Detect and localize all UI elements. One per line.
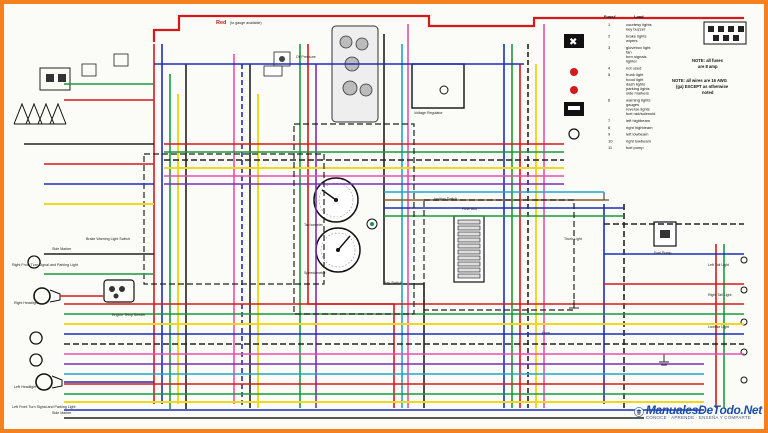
component-label: Engine Temp Sender	[112, 313, 146, 317]
ground-fan	[13, 102, 67, 125]
component-label: Speedometer	[304, 271, 326, 275]
light-switch-cluster	[331, 25, 379, 123]
fuse-number: 3	[608, 45, 611, 50]
component-label: Left Front Turn Signal and Parking Light	[12, 405, 76, 409]
red-wire-label: Red	[216, 20, 226, 26]
note-fuses-line: NOTE: all fuses	[692, 58, 724, 63]
fuse-number: 1	[608, 22, 611, 27]
indicator-red	[570, 86, 578, 94]
watermark-tagline: CONOCE · APRENDE · ENSEÑA Y COMPARTE	[645, 414, 751, 420]
left-headlight-icon	[35, 373, 63, 391]
connector-block	[103, 279, 135, 303]
turn-signal-icon	[27, 255, 43, 367]
wiring-diagram: Red (to gauge available)	[12, 14, 748, 419]
fuse-load-line: not used	[626, 65, 641, 70]
fuse-load-line: brake lights	[626, 33, 646, 38]
fuse-number: 6	[608, 97, 611, 102]
fuse-load-line: right lowbeam	[626, 138, 652, 143]
fuse-load-line: fuel pump	[626, 145, 644, 150]
component-label: Horn	[542, 331, 550, 335]
fuse-number: 5	[608, 72, 611, 77]
note-wires: NOTE: all wires are 16 AWG (ga) EXCEPT a…	[672, 78, 729, 95]
component-label: Left Headlight	[14, 385, 36, 389]
fuse-table-header-fuse: Fuse#	[604, 14, 616, 19]
fuse-load-line: warning lights	[626, 97, 650, 102]
fuse-load-line: turn signals	[626, 54, 646, 59]
component-label: Voltage Regulator	[414, 111, 443, 115]
fuel-pump-icon	[653, 221, 677, 247]
component-label: License Light	[708, 325, 729, 329]
component-label: Right Front Turn Signal and Parking Ligh…	[12, 263, 78, 267]
component-label: Fuel Pump	[654, 251, 671, 255]
fuse-load-line: dash lights	[626, 81, 645, 86]
relay-small	[81, 53, 129, 77]
voltage-regulator-icon	[411, 63, 465, 109]
ground-symbol	[569, 192, 669, 366]
note-wires-line: NOTE: all wires are 16 AWG	[672, 78, 727, 83]
fuse-load-line: side markers	[626, 91, 649, 96]
component-label: Left Tail Light	[708, 263, 729, 267]
note-wires-line: (ga) EXCEPT as otherwise	[676, 84, 729, 89]
fuse-load-line: courtesy lights	[626, 22, 652, 27]
fuse-number: 8	[608, 125, 611, 130]
fuse-load-line: hood light	[626, 77, 644, 82]
note-fuses: NOTE: all fuses are 8 amp	[692, 58, 724, 69]
fuse-number: 2	[608, 33, 611, 38]
fuse-load-line: key buzzer	[626, 27, 646, 32]
relay-block	[39, 67, 71, 91]
fuse-load-line: lighter	[626, 59, 638, 64]
small-gauge	[366, 218, 378, 230]
fuse-number: 10	[608, 138, 613, 143]
warning-light-x	[564, 34, 584, 48]
fuse-load-line: parking lights	[626, 86, 650, 91]
indicator-ring	[568, 128, 580, 140]
wire-harness	[24, 24, 744, 419]
fuse-load-line: reverse lights	[626, 107, 650, 112]
indicator-red	[570, 68, 578, 76]
red-wire-note: (to gauge available)	[230, 21, 262, 25]
fuse-load-line: left highbeam	[626, 118, 651, 123]
watermark-logo: ManualesDeTodo.Net CONOCE · APRENDE · EN…	[634, 397, 762, 427]
component-label: Right Headlight	[14, 301, 39, 305]
fuse-load-line: right highbeam	[626, 125, 653, 130]
fuse-load-line: fuel rad/solenoid	[626, 111, 655, 116]
fuse-box-icon	[453, 215, 485, 283]
component-label: Oil Pressure	[296, 55, 316, 59]
fuse-load-line: trunk light	[626, 72, 644, 77]
fuse-number: 9	[608, 132, 611, 137]
component-label: Tachometer	[304, 223, 324, 227]
note-wires-line: noted	[702, 90, 714, 95]
warning-light-x-mark: ✖	[569, 37, 577, 48]
component-label: Right Tail Light	[708, 293, 732, 297]
component-label: Ignition Switch	[434, 197, 457, 201]
fuse-table-header-load: Load	[634, 14, 644, 19]
brand-logo-icon	[634, 407, 644, 417]
right-headlight-icon	[33, 287, 61, 305]
component-label: Side Marker	[52, 411, 72, 415]
speedometer-gauge	[315, 227, 361, 273]
component-label: Key Switch	[384, 281, 402, 285]
fuse-connector-icon	[703, 21, 747, 45]
fuse-load-line: fan	[626, 49, 632, 54]
fuse-number: 7	[608, 118, 611, 123]
fuse-number: 11	[608, 145, 613, 150]
component-label: Side Marker	[52, 247, 72, 251]
wire-red-top	[152, 14, 744, 42]
tail-light-icon	[740, 256, 748, 384]
fuse-number: 4	[608, 65, 611, 70]
component-label: Fuse Box	[462, 207, 477, 211]
fuse-load-line: wipers	[626, 38, 638, 43]
switch-icon	[263, 51, 291, 77]
fuse-load-line: left lowbeam	[626, 132, 649, 137]
note-fuses-line: are 8 amp	[698, 64, 718, 69]
fuse-load-line: glovebox light	[626, 45, 651, 50]
component-label: Trunk Light	[564, 237, 582, 241]
watermark-title: ManualesDeTodo.Net	[645, 402, 762, 417]
fuse-load-line: gauges	[626, 102, 639, 107]
component-label: Brake Warning Light Switch	[86, 237, 130, 241]
